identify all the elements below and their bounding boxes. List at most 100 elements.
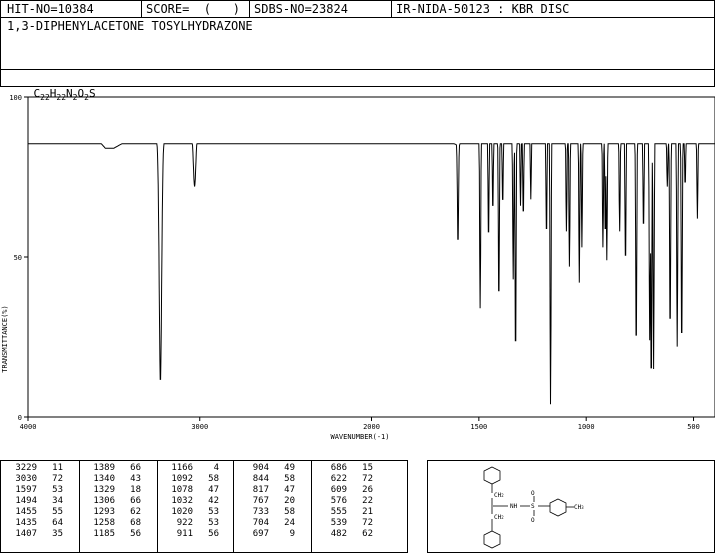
header-row-1: HIT-NO=10384 SCORE= ( ) SDBS-NO=23824 IR… [0,0,715,18]
peak-wavenumber: 3030 [15,474,37,484]
peak-transmittance: 62 [130,507,141,517]
y-tick-label: 50 [14,254,22,262]
peak-row: 1258 68 [85,518,141,529]
peak-wavenumber: 576 [330,496,347,506]
peak-transmittance: 47 [284,485,295,495]
peak-transmittance: 21 [362,507,373,517]
score: SCORE= ( ) [141,1,249,17]
x-tick-label: 4000 [20,423,37,431]
peak-row: 555 21 [317,507,373,518]
peak-transmittance: 72 [362,474,373,484]
peak-transmittance: 34 [52,496,63,506]
peak-wavenumber: 539 [330,518,347,528]
peak-wavenumber: 1092 [171,474,193,484]
peak-transmittance: 53 [208,518,219,528]
peak-transmittance: 68 [130,518,141,528]
peak-row: 1407 35 [7,529,63,540]
peak-wavenumber: 1293 [93,507,115,517]
ch3-label: CH3 [574,504,584,511]
peak-transmittance: 35 [52,529,63,539]
peak-row: 1020 53 [163,507,219,518]
peak-wavenumber: 1306 [93,496,115,506]
plot-frame [27,96,715,418]
peak-transmittance: 42 [208,496,219,506]
peak-wavenumber: 1407 [15,529,37,539]
peak-row: 1306 66 [85,496,141,507]
peak-wavenumber: 1597 [15,485,37,495]
peak-transmittance: 66 [130,463,141,473]
peak-wavenumber: 1340 [93,474,115,484]
y-axis-label: TRANSMITTANCE(%) [1,305,9,372]
peak-transmittance: 53 [208,507,219,517]
peak-column-divider [157,461,158,552]
peak-wavenumber: 922 [176,518,193,528]
peak-wavenumber: 1258 [93,518,115,528]
compound-name: 1,3-DIPHENYLACETONE TOSYLHYDRAZONE [7,19,253,33]
peak-row: 767 20 [239,496,295,507]
peak-transmittance: 66 [130,496,141,506]
peak-transmittance: 58 [208,474,219,484]
peak-wavenumber: 1389 [93,463,115,473]
peak-wavenumber: 817 [252,485,269,495]
peak-transmittance: 9 [289,529,295,539]
peak-wavenumber: 697 [252,529,269,539]
peak-wavenumber: 1329 [93,485,115,495]
tolyl-ring [549,498,567,517]
peak-wavenumber: 1494 [15,496,37,506]
peak-transmittance: 26 [362,485,373,495]
peak-row: 1340 43 [85,474,141,485]
molecular-formula: C22H22N2O2S [33,87,96,103]
peak-transmittance: 49 [284,463,295,473]
peak-column-divider [233,461,234,552]
x-tick-label: 2000 [363,423,380,431]
peak-transmittance: 56 [130,529,141,539]
peak-column-divider [311,461,312,552]
peak-row: 922 53 [163,518,219,529]
structure-diagram: CH2 NH S O O CH2 CH3 [483,466,584,549]
peak-row: 609 26 [317,485,373,496]
peak-wavenumber: 1435 [15,518,37,528]
peak-row: 539 72 [317,518,373,529]
ch2-bottom-label: CH2 [494,514,504,521]
peak-wavenumber: 733 [252,507,269,517]
hit-number: HIT-NO=10384 [7,2,94,16]
peak-wavenumber: 555 [330,507,347,517]
peak-transmittance: 43 [130,474,141,484]
peak-row: 1494 34 [7,496,63,507]
peak-wavenumber: 767 [252,496,269,506]
peak-transmittance: 72 [362,518,373,528]
x-tick-label: 1000 [578,423,595,431]
peak-wavenumber: 3229 [15,463,37,473]
peak-wavenumber: 686 [330,463,347,473]
sulfur-label: S [531,503,535,510]
peak-wavenumber: 609 [330,485,347,495]
peak-transmittance: 55 [52,507,63,517]
peak-wavenumber: 482 [330,529,347,539]
peak-transmittance: 4 [213,463,219,473]
phenyl-ring-top [483,466,501,485]
peak-transmittance: 20 [284,496,295,506]
peak-transmittance: 58 [284,507,295,517]
peak-wavenumber: 1020 [171,507,193,517]
spectrum-line [28,143,715,405]
peak-column-divider [79,461,80,552]
peak-row: 1092 58 [163,474,219,485]
peak-row: 697 9 [239,529,295,540]
